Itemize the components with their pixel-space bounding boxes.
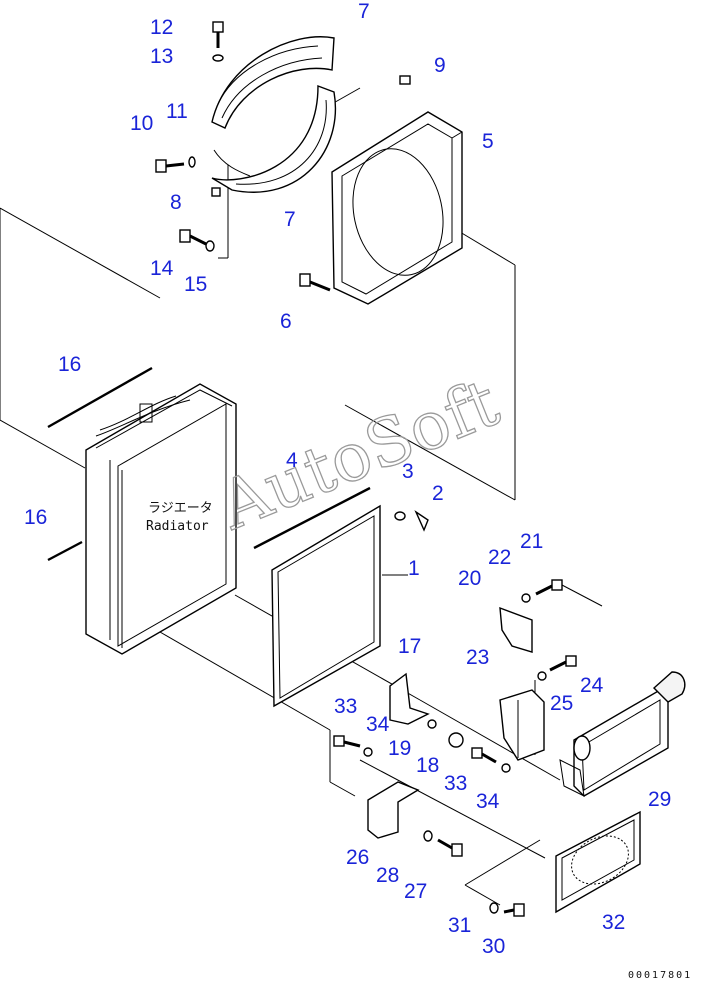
callouts: 1 2 3 4 5 6 7 7 8 9 10 11 12 13 14 15 16… (24, 0, 671, 958)
callout: 32 (602, 911, 625, 934)
bracket-20 (499, 606, 533, 653)
callout: 18 (416, 754, 439, 777)
callout: 12 (150, 16, 173, 39)
callout: 31 (448, 914, 471, 937)
rod-16 (47, 366, 153, 562)
callout: 10 (130, 112, 153, 135)
callout: 28 (376, 864, 399, 887)
callout: 11 (166, 100, 188, 123)
callout: 15 (184, 273, 207, 296)
callout: 5 (482, 130, 494, 153)
callout: 7 (284, 208, 296, 231)
callout: 6 (280, 310, 292, 333)
callout: 9 (434, 54, 446, 77)
callout: 3 (402, 460, 414, 483)
callout: 21 (520, 530, 543, 553)
callout: 20 (458, 567, 481, 590)
callout: 33 (444, 772, 467, 795)
callout: 16 (24, 506, 47, 529)
radiator (85, 383, 237, 655)
callout: 29 (648, 788, 671, 811)
callout: 19 (388, 737, 411, 760)
bracket-23 (499, 689, 545, 761)
callout: 16 (58, 353, 81, 376)
fan-guard-upper (211, 36, 335, 129)
callout: 14 (150, 257, 174, 280)
callout: 2 (432, 482, 444, 505)
callout: 8 (170, 191, 182, 214)
bracket-26 (367, 781, 420, 839)
radiator-label-jp: ラジエータ (148, 501, 213, 516)
callout: 22 (488, 546, 511, 569)
callout: 17 (398, 635, 421, 658)
callout: 34 (366, 713, 390, 736)
radiator-label-en: Radiator (146, 519, 209, 534)
screen-1 (271, 504, 381, 708)
callout: 30 (482, 935, 505, 958)
oil-cooler-29 (559, 671, 686, 797)
callout: 1 (408, 557, 420, 580)
callout: 4 (286, 449, 298, 472)
callout: 24 (580, 674, 604, 697)
callout: 27 (404, 880, 427, 903)
callout: 25 (550, 692, 573, 715)
fan-guard-lower (211, 84, 336, 193)
callout: 34 (476, 790, 500, 813)
bracket-17 (389, 672, 430, 725)
callout: 13 (150, 45, 173, 68)
callout: 33 (334, 695, 357, 718)
grill-cover-32 (555, 810, 641, 914)
callout: 26 (346, 846, 369, 869)
callout: 7 (358, 0, 370, 23)
fasteners (155, 21, 577, 917)
drawing-code: 00017801 (628, 970, 692, 981)
seal-strip-4 (253, 486, 371, 550)
fan-shroud (331, 111, 463, 305)
callout: 23 (466, 646, 489, 669)
